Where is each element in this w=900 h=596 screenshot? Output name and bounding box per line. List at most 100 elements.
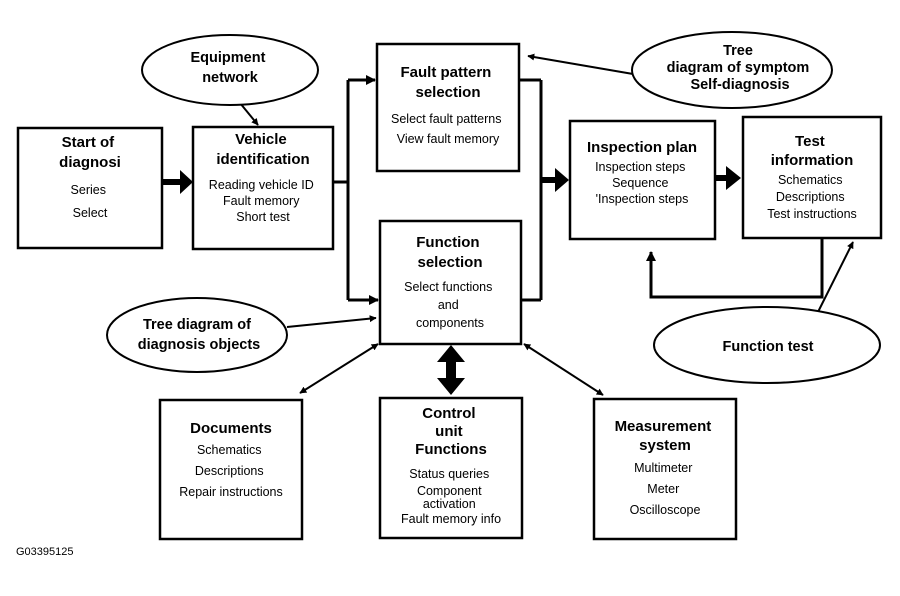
box-item: Fault memory info [401,512,501,526]
box-item: Test instructions [767,207,857,221]
arrow-start-to-vehicle-head [180,170,193,194]
svg-text:Series Select: Series Select [71,183,110,220]
box-item: Sequence [612,176,668,190]
box-item: Short test [236,210,290,224]
arrow-merge-to-inspection-head [555,168,569,192]
svg-text:Tree diagram of diagnosi: Tree diagram of diagnosis objects [138,317,260,353]
ellipse-label-line: Function test [722,339,813,355]
box-title-line: Documents [190,420,272,437]
box-item: Status queries [409,467,489,481]
arrow-tree-objects-to-function-sel [286,315,377,328]
box-title-line: selection [415,84,480,101]
ellipse-label-line: Tree [723,43,753,59]
loop-test-info-to-inspection [646,238,824,299]
box-title-line: Functions [415,441,487,458]
box-item: Schematics [197,443,262,457]
box-function-selection: Function selection Select functions and … [378,219,523,346]
box-item: Repair instructions [179,485,283,499]
box-item: 'Inspection steps [596,192,689,206]
arrow-equipment-to-vehicle [239,102,259,126]
box-item: Meter [647,482,679,496]
ellipse-label-line: diagram of symptom [667,60,810,76]
box-item: Descriptions [776,190,845,204]
figure-id: G03395125 [16,546,74,558]
box-item: and [438,298,459,312]
arrow-function-test-to-test-info [814,241,854,319]
arrow-inspection-to-test-info-head [726,166,741,190]
arrow-control-unit-function-sel [437,345,465,395]
svg-text:Tree diagram of symptom: Tree diagram of symptom Self-diagnosis [667,43,814,93]
box-title-line: Vehicle [235,131,287,148]
ellipse-label-line: diagnosis objects [138,337,260,353]
box-title-line: Function [416,234,479,251]
box-title-line: diagnosi [59,154,121,171]
svg-text:Reading vehicle ID Fault: Reading vehicle ID Fault memory Short te… [209,178,317,224]
box-title-line: Start of [62,134,116,151]
box-item: Select [73,206,108,220]
box-title-line: Fault pattern [400,64,491,81]
arrow-measurement-function-sel [523,343,604,396]
box-test-information: Test information Schematics Descriptions… [741,115,883,240]
box-title-line: Test [795,133,825,150]
box-item: Oscilloscope [630,503,701,517]
box-item: View fault memory [397,132,500,146]
box-title-line: Measurement [615,418,712,435]
box-title-line: information [771,152,854,169]
svg-text:Multimeter Meter O: Multimeter Meter Oscilloscope [630,461,701,517]
svg-text:Start of diagnosi: Start of diagnosi [59,134,121,171]
connectors [162,53,854,396]
box-control-unit-functions: Control unit Functions Status queries Co… [378,396,524,540]
svg-text:Inspection steps Sequenc: Inspection steps Sequence 'Inspection st… [595,160,689,206]
svg-text:Function selection: Function selection [416,234,484,271]
arrow-tree-symptom-to-fault-pattern [527,53,634,75]
box-title-line: Inspection plan [587,139,697,156]
box-item: Select functions [404,280,492,294]
box-title-line: selection [417,254,482,271]
svg-text:Fault pattern selection: Fault pattern selection [400,64,495,101]
box-title-line: system [639,437,691,454]
ellipse-tree-diagram-symptom: Tree diagram of symptom Self-diagnosis [631,31,833,109]
box-item: Select fault patterns [391,112,501,126]
box-item: Component [417,484,482,498]
svg-text:Vehicle identification: Vehicle identification [216,131,309,168]
ellipse-label-line: network [202,70,259,86]
box-start-of-diagnosis: Start of diagnosi Series Select [16,126,164,250]
ellipse-label-line: Equipment [191,50,266,66]
box-measurement-system: Measurement system Multimeter Meter Osci… [592,397,738,541]
box-item: Fault memory [223,194,300,208]
svg-text:Function test: Function test [722,339,813,355]
svg-text:Control unit Funct: Control unit Functions [415,405,487,458]
svg-text:Inspection plan: Inspection plan [587,139,697,156]
ellipse-label-line: Self-diagnosis [690,77,789,93]
box-item: activation [423,497,476,511]
box-item: Multimeter [634,461,692,475]
box-item: Series [71,183,106,197]
svg-text:Select functions and: Select functions and components [404,280,496,330]
box-item: Descriptions [195,464,264,478]
svg-text:Status queries Component: Status queries Component activation Faul… [401,467,501,526]
svg-text:Schematics Descriptions: Schematics Descriptions Repair instructi… [179,443,283,499]
svg-text:Select fault patterns Vi: Select fault patterns View fault memory [391,112,505,146]
svg-text:Schematics Descriptions: Schematics Descriptions Test instruction… [767,173,857,221]
box-vehicle-identification: Vehicle identification Reading vehicle I… [191,125,335,251]
box-title-line: unit [435,423,463,440]
svg-text:Measurement system: Measurement system [615,418,716,454]
box-title-line: Control [422,405,475,422]
box-item: components [416,316,484,330]
box-item: Schematics [778,173,843,187]
svg-text:Test information: Test information [771,133,854,169]
box-fault-pattern-selection: Fault pattern selection Select fault pat… [375,42,521,173]
box-title-line: identification [216,151,309,168]
arrow-documents-function-sel [299,343,379,394]
svg-text:Documents: Documents [190,420,272,437]
svg-text:Equipment network: Equipment network [191,50,270,86]
ellipse-function-test: Function test [653,306,881,384]
box-inspection-plan: Inspection plan Inspection steps Sequenc… [568,119,717,241]
box-item: Inspection steps [595,160,685,174]
ellipse-label-line: Tree diagram of [143,317,251,333]
box-item: Reading vehicle ID [209,178,314,192]
ellipse-tree-diagram-objects: Tree diagram of diagnosis objects [106,297,288,373]
ellipse-equipment-network: Equipment network [141,34,319,106]
box-documents: Documents Schematics Descriptions Repair… [158,398,304,541]
